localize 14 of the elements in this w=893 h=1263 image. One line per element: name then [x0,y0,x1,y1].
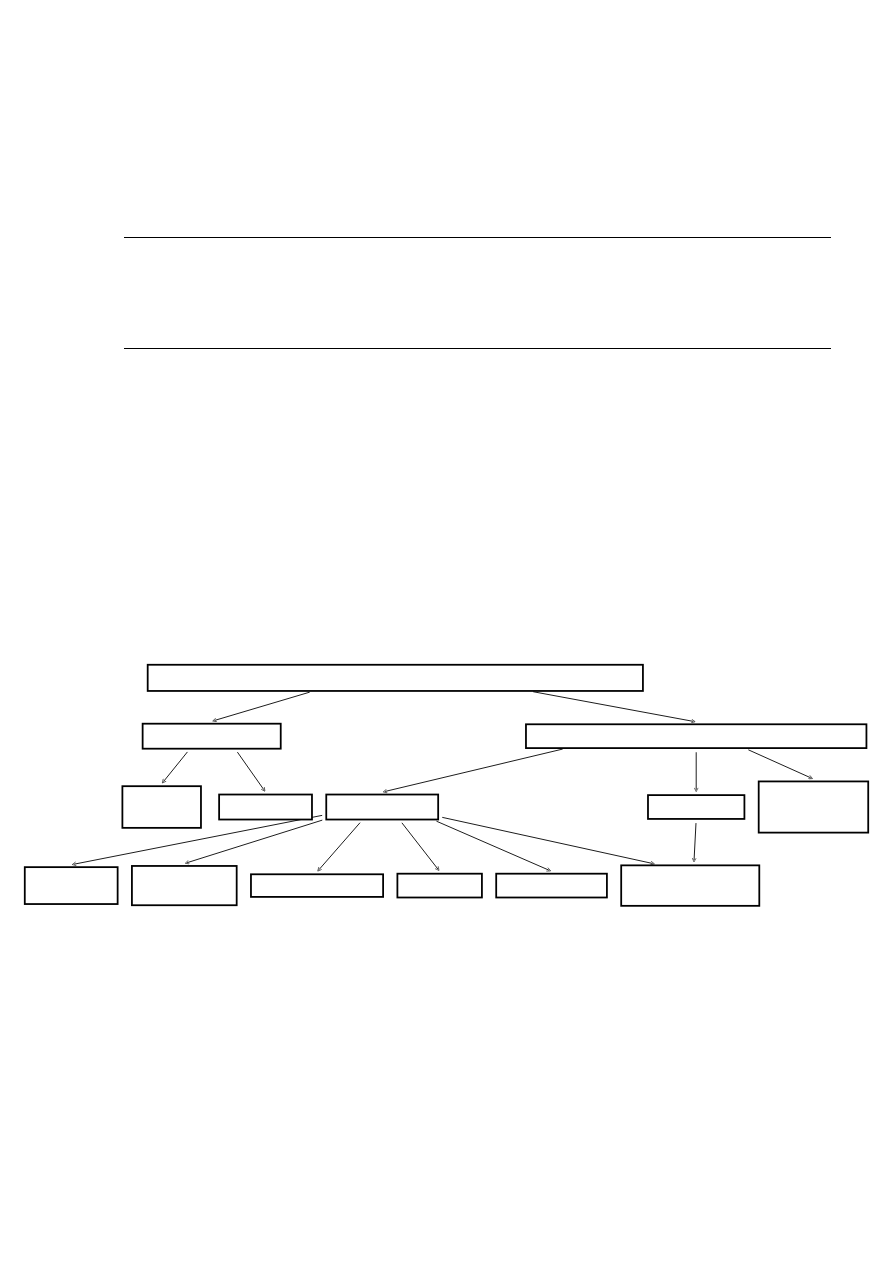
empty-box [146,663,644,692]
empty-box [620,864,761,907]
empty-box [23,866,119,905]
empty-box [121,785,202,829]
empty-box [325,793,440,821]
empty-box [218,793,313,821]
empty-box [757,780,870,834]
empty-box [495,872,608,899]
empty-box [396,872,483,899]
empty-box [647,794,746,820]
empty-box [250,873,384,898]
empty-box [131,865,238,907]
empty-box [525,723,868,749]
empty-box [141,722,282,750]
